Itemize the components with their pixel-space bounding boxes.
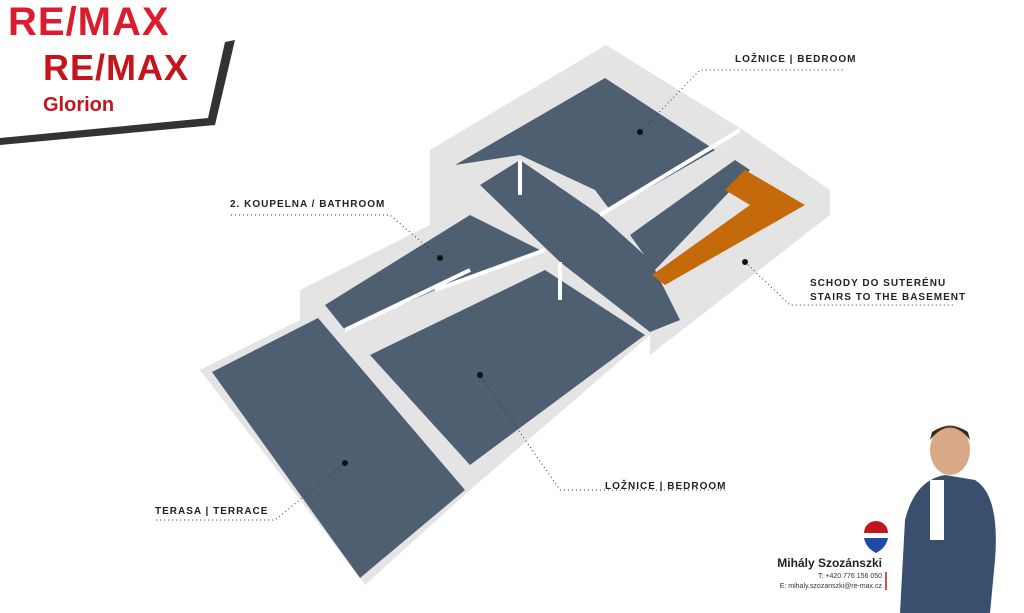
leader-lines [155,69,955,521]
stairs [652,170,805,285]
label-bedroom-top: LOŽNICE | BEDROOM [735,54,857,65]
side-room-floor [630,160,750,270]
label-bathroom: 2. KOUPELNA / BATHROOM [230,199,386,210]
agent-phone: T: +420 776 156 050 [817,573,882,580]
agent-name: Mihály Szozánszki [777,556,882,570]
corridor-floor [480,160,680,332]
remax-balloon-icon [864,521,888,553]
bedroom-bottom-floor [370,270,645,465]
label-bedroom-bottom: LOŽNICE | BEDROOM [605,481,727,492]
agent-email: E: mihaly.szozanszki@re-max.cz [779,583,882,590]
agent-photo [900,425,996,613]
label-stairs-2: STAIRS TO THE BASEMENT [810,292,967,303]
logo-text-front: RE/MAX [43,47,190,88]
room-markers [342,129,748,466]
logo-text-back: RE/MAX [8,0,170,44]
bedroom-top-floor [455,78,715,210]
interior-walls [344,128,742,332]
label-stairs-1: SCHODY DO SUTERÉNU [810,278,947,289]
bathroom-floor [325,215,540,330]
label-terrace: TERASA | TERRACE [155,506,269,517]
office-name: Glorion [43,94,115,116]
terrace-floor [212,318,465,578]
